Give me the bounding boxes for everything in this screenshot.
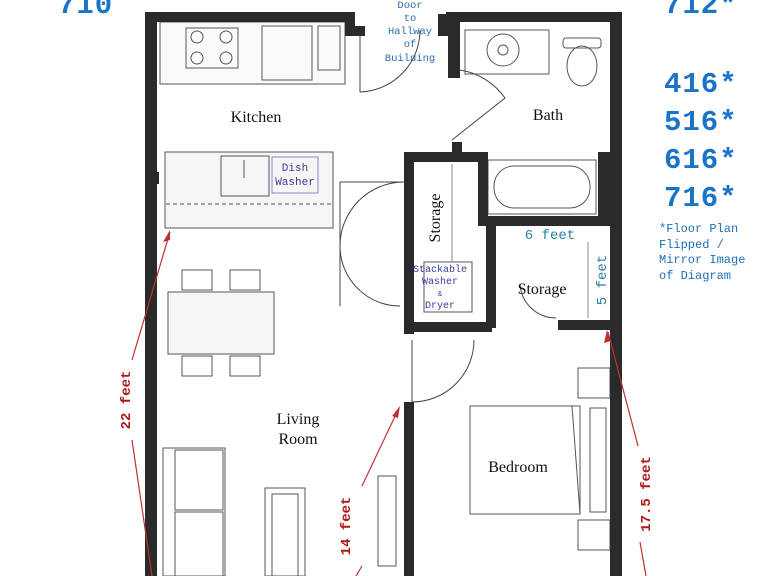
bedroom-label: Bedroom [488,459,548,476]
dishwasher-line: Washer [275,177,315,189]
right-length-dimension: 17.5 feet [639,456,655,532]
unit-number: 516* [664,106,738,139]
note-line: of Diagram [659,268,732,283]
door-label-line: Hallway [388,26,432,38]
walls [145,12,622,576]
door-label-line: to [404,13,417,25]
bedroom-wall-dimension: 14 feet [339,497,355,556]
unit-number: 416* [664,68,738,101]
storage-small-label: Storage [518,281,567,298]
living-label-line2: Room [278,431,318,448]
living-label-line1: Living [277,411,320,428]
dishwasher-line: Dish [282,163,308,175]
unit-number-right-top: 712* [664,0,738,22]
washer-line: & [438,291,443,299]
door-label-line: of [404,39,417,51]
dimension-lines [131,231,647,576]
door-swings [339,29,557,403]
left-length-dimension: 22 feet [119,371,135,430]
unit-number: 616* [664,144,738,177]
storage-vertical-label: Storage [427,194,444,243]
door-label: Door to Hallway of Building [385,0,435,65]
dimension-arrows [163,230,611,418]
note-line: *Floor Plan [659,222,739,236]
flipped-note: *Floor Plan Flipped / Mirror Image of Di… [659,222,768,284]
storage-depth-dimension: 5 feet [595,255,611,305]
note-line: Mirror Image [659,253,746,267]
dishwasher-label: Dish Washer [275,163,315,189]
unit-number: 716* [664,182,738,215]
washer-line: Washer [422,276,458,288]
washer-line: Dryer [425,301,455,312]
bath-label: Bath [533,107,563,124]
door-label-line: Door [397,0,422,12]
door-label-line: Building [385,53,435,65]
note-line: Flipped / [659,237,724,252]
kitchen-label: Kitchen [231,109,282,126]
washer-dryer-label: Stackable Washer & Dryer [413,264,467,312]
unit-number-left: 710 [58,0,114,22]
furniture [159,21,611,576]
washer-line: Stackable [413,264,467,276]
storage-width-dimension: 6 feet [525,228,575,244]
